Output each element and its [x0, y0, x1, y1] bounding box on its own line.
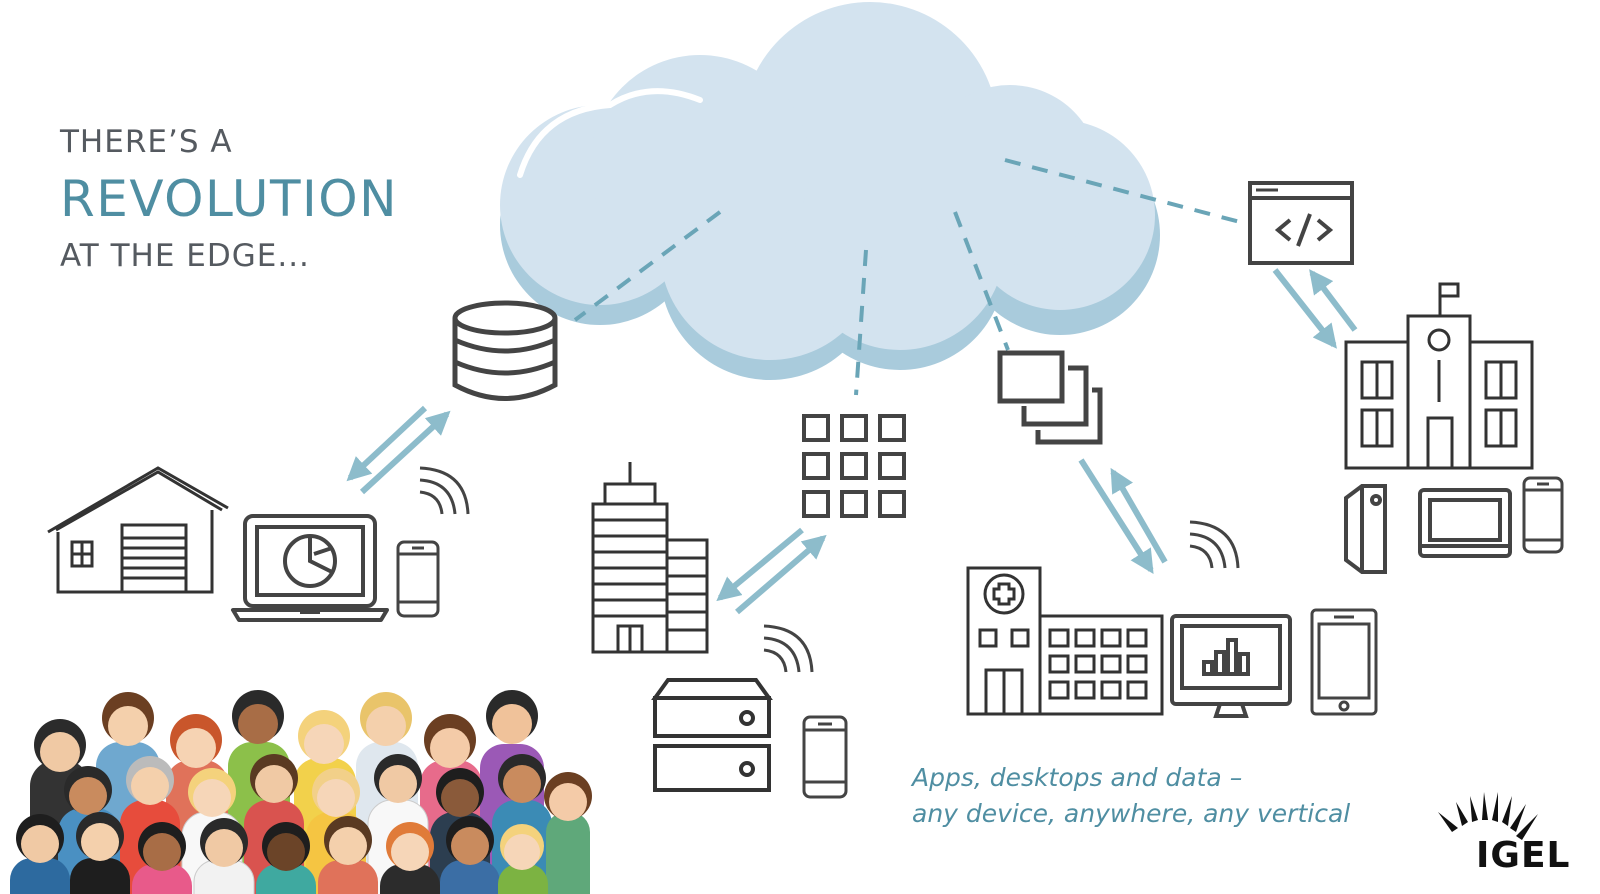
- headline-line3: AT THE EDGE...: [60, 236, 398, 276]
- igel-logo-text: IGEL: [1476, 835, 1570, 876]
- office-building-icon: [593, 462, 707, 652]
- tagline-line2: any device, anywhere, any vertical: [912, 796, 1350, 832]
- house-icon: [48, 468, 228, 592]
- headline-line1: THERE’S A: [60, 122, 398, 162]
- wifi-icon: [420, 468, 468, 514]
- monitor-icon: [1420, 490, 1510, 556]
- hospital-icon: [968, 568, 1162, 714]
- headline-line2: REVOLUTION: [60, 168, 398, 230]
- tagline-line1: Apps, desktops and data –: [912, 760, 1350, 796]
- smartphone-icon: [1524, 478, 1562, 552]
- server-icon: [655, 680, 769, 790]
- cloud-icon: [500, 2, 1160, 380]
- code-window-icon: [1250, 183, 1352, 263]
- stacked-windows-icon: [1000, 353, 1100, 442]
- monitor-chart-icon: [1172, 616, 1290, 716]
- thin-client-icon: [1346, 486, 1385, 572]
- school-building-icon: [1346, 284, 1532, 468]
- wifi-icon: [1190, 522, 1238, 568]
- crowd-illustration: [10, 690, 592, 894]
- smartphone-icon: [804, 717, 846, 797]
- tablet-icon: [1312, 610, 1376, 714]
- igel-logo-icon: [1438, 792, 1538, 840]
- app-grid-icon: [804, 416, 904, 516]
- wifi-icon: [764, 626, 812, 672]
- tagline: Apps, desktops and data – any device, an…: [912, 760, 1350, 832]
- laptop-chart-icon: [233, 516, 387, 620]
- smartphone-icon: [398, 542, 438, 616]
- headline: THERE’S A REVOLUTION AT THE EDGE...: [60, 122, 398, 276]
- database-icon: [455, 303, 555, 399]
